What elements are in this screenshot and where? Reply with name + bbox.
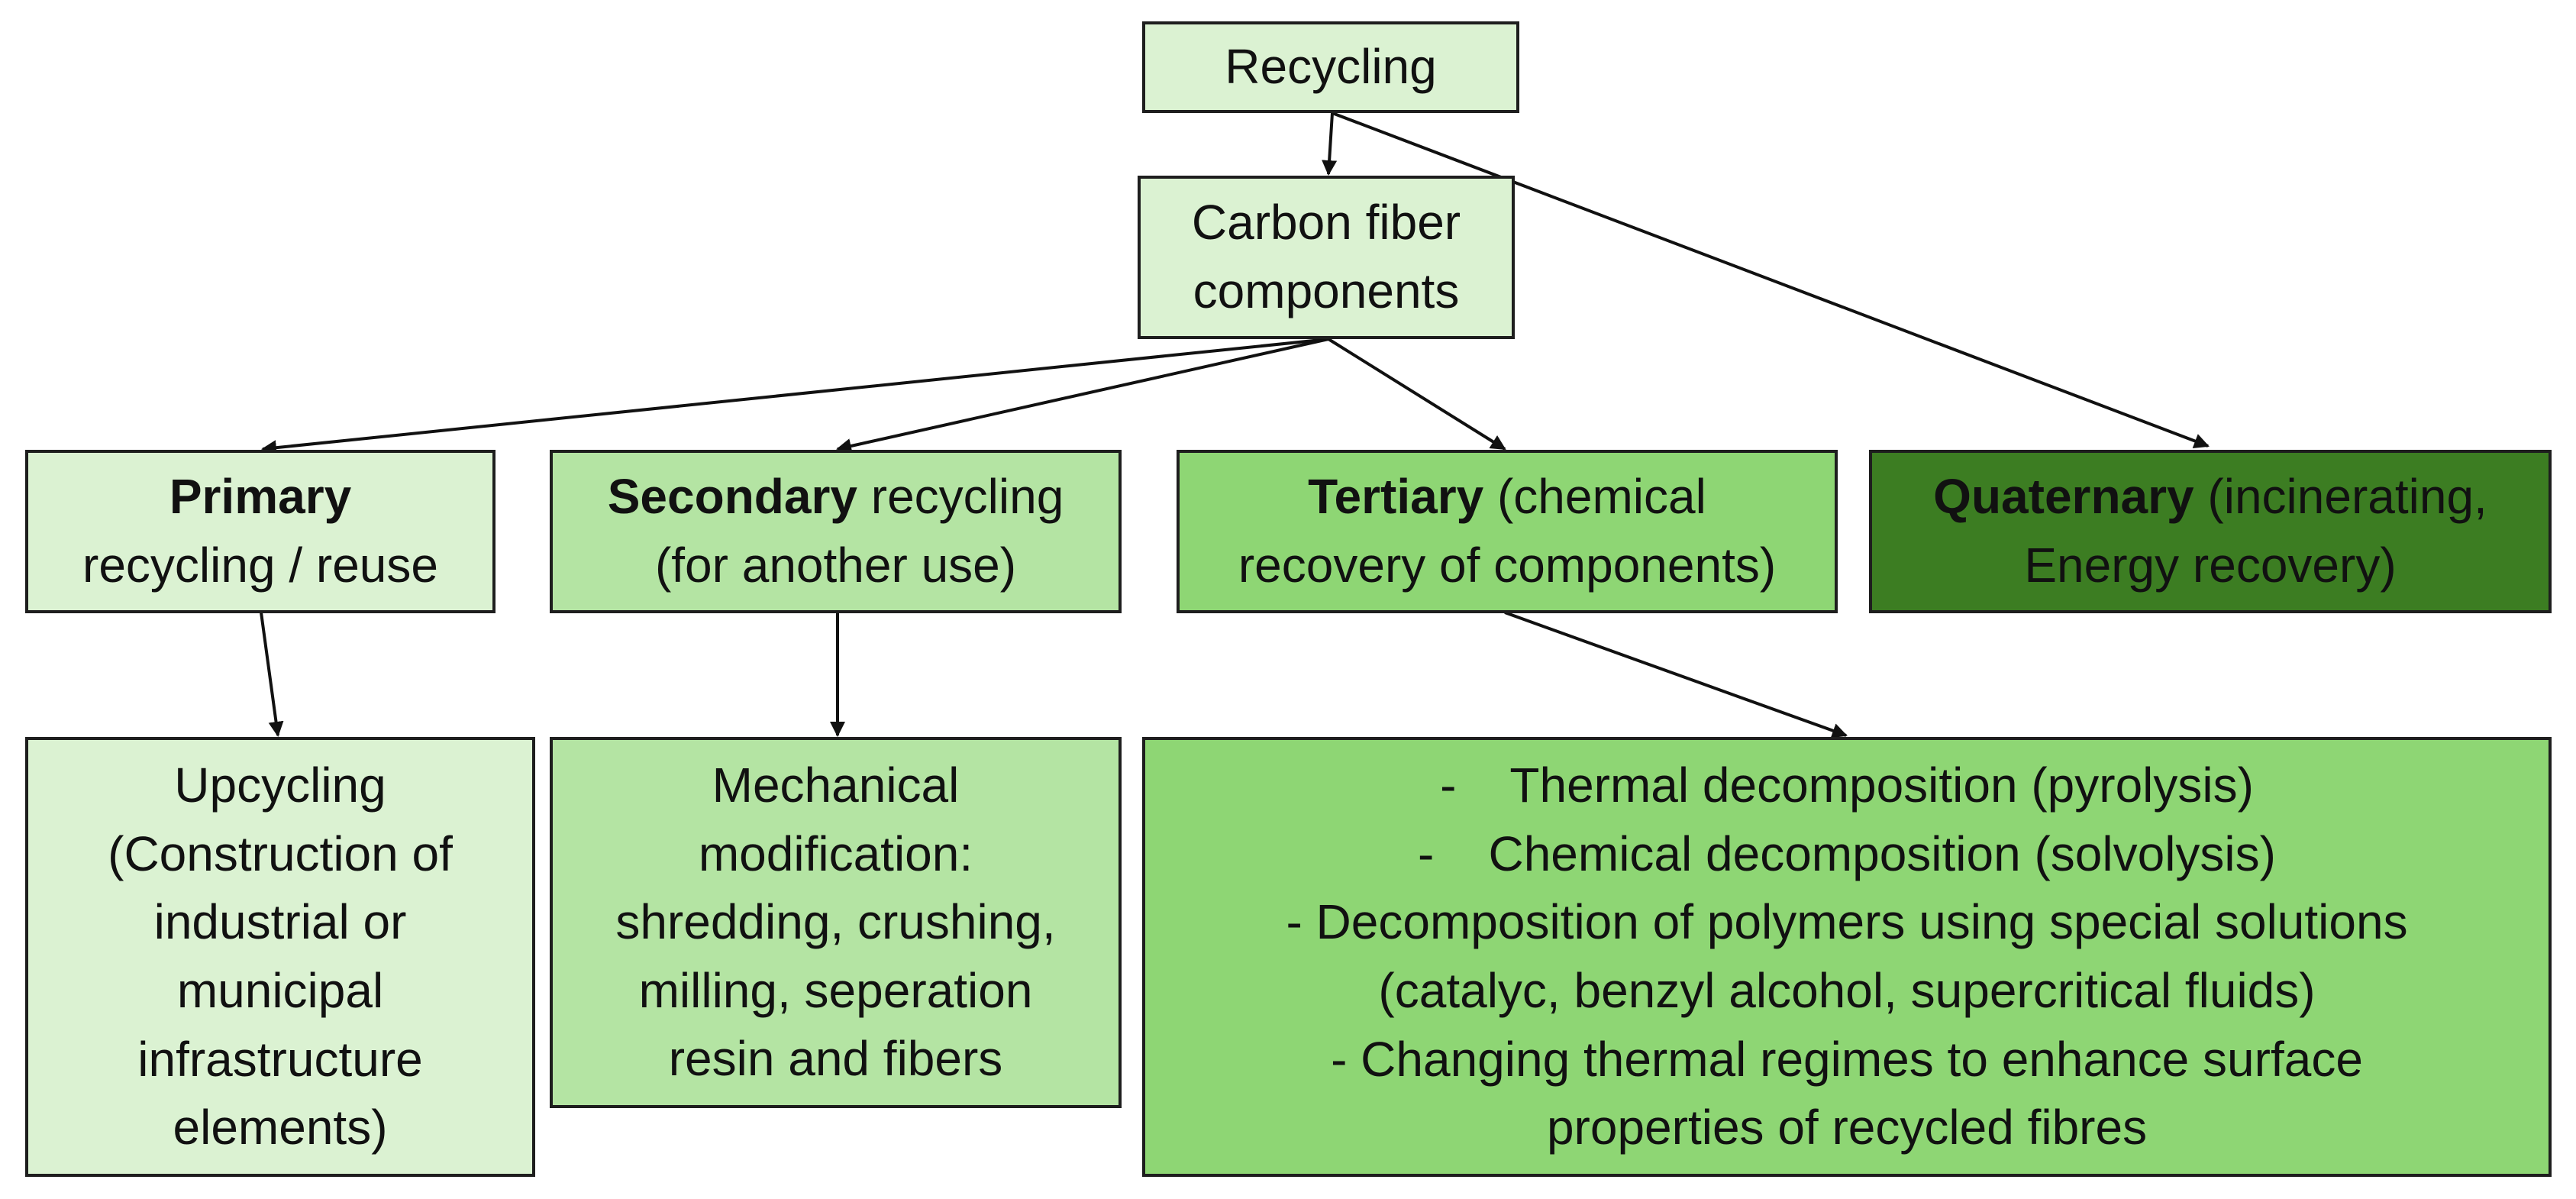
quaternary-recycling-node: Quaternary (incinerating, Energy recover…: [1869, 450, 2552, 613]
arrow-primary-to-upcycling: [260, 612, 284, 737]
chemical-method-line: - Chemical decomposition (solvolysis): [1418, 826, 2276, 881]
primary-label: Primary: [169, 469, 352, 525]
mechanical-line: modification:: [698, 826, 973, 881]
upcycling-line: municipal: [176, 963, 384, 1018]
chemical-method-line: properties of recycled fibres: [1546, 1100, 2148, 1155]
tertiary-label: Tertiary: [1308, 469, 1484, 525]
mechanical-line: resin and fibers: [668, 1031, 1003, 1087]
chemical-method-line: (catalyc, benzyl alcohol, supercritical …: [1378, 963, 2316, 1018]
arrow-components-to-primary: [261, 338, 1329, 456]
tertiary-recycling-node: Tertiary (chemical recovery of component…: [1177, 450, 1838, 613]
upcycling-line: industrial or: [153, 894, 407, 950]
arrow-recycling-to-components: [1322, 112, 1338, 176]
upcycling-line: infrastructure: [137, 1031, 423, 1087]
primary-recycling-node: Primary recycling / reuse: [25, 450, 496, 613]
chemical-method-line: - Thermal decomposition (pyrolysis): [1440, 758, 2254, 813]
arrow-recycling-to-quaternary: [1332, 111, 2210, 448]
secondary-recycling-node: Secondary recycling (for another use): [550, 450, 1122, 613]
upcycling-line: elements): [173, 1100, 388, 1155]
chemical-method-line: - Changing thermal regimes to enhance su…: [1331, 1031, 2363, 1087]
arrow-tertiary-to-chemical: [1504, 611, 1848, 738]
upcycling-node: Upcycling (Construction of industrial or…: [25, 737, 535, 1177]
mechanical-line: milling, seperation: [638, 962, 1033, 1018]
recycling-node: Recycling: [1142, 21, 1519, 113]
mechanical-line: Mechanical: [712, 758, 960, 813]
arrow-components-to-tertiary: [1327, 338, 1506, 451]
upcycling-line: (Construction of: [108, 826, 453, 881]
chemical-recovery-methods-node: - Thermal decomposition (pyrolysis) - Ch…: [1142, 737, 2552, 1177]
mechanical-line: shredding, crushing,: [615, 894, 1056, 950]
mechanical-modification-node: Mechanical modification: shredding, crus…: [550, 737, 1122, 1108]
secondary-label: Secondary: [607, 469, 857, 525]
arrow-components-to-secondary: [836, 338, 1329, 454]
quaternary-label: Quaternary: [1933, 469, 2194, 525]
chemical-method-line: - Decomposition of polymers using specia…: [1286, 894, 2408, 950]
upcycling-line: Upcycling: [174, 758, 386, 813]
carbon-fiber-components-node: Carbon fiber components: [1138, 176, 1515, 339]
